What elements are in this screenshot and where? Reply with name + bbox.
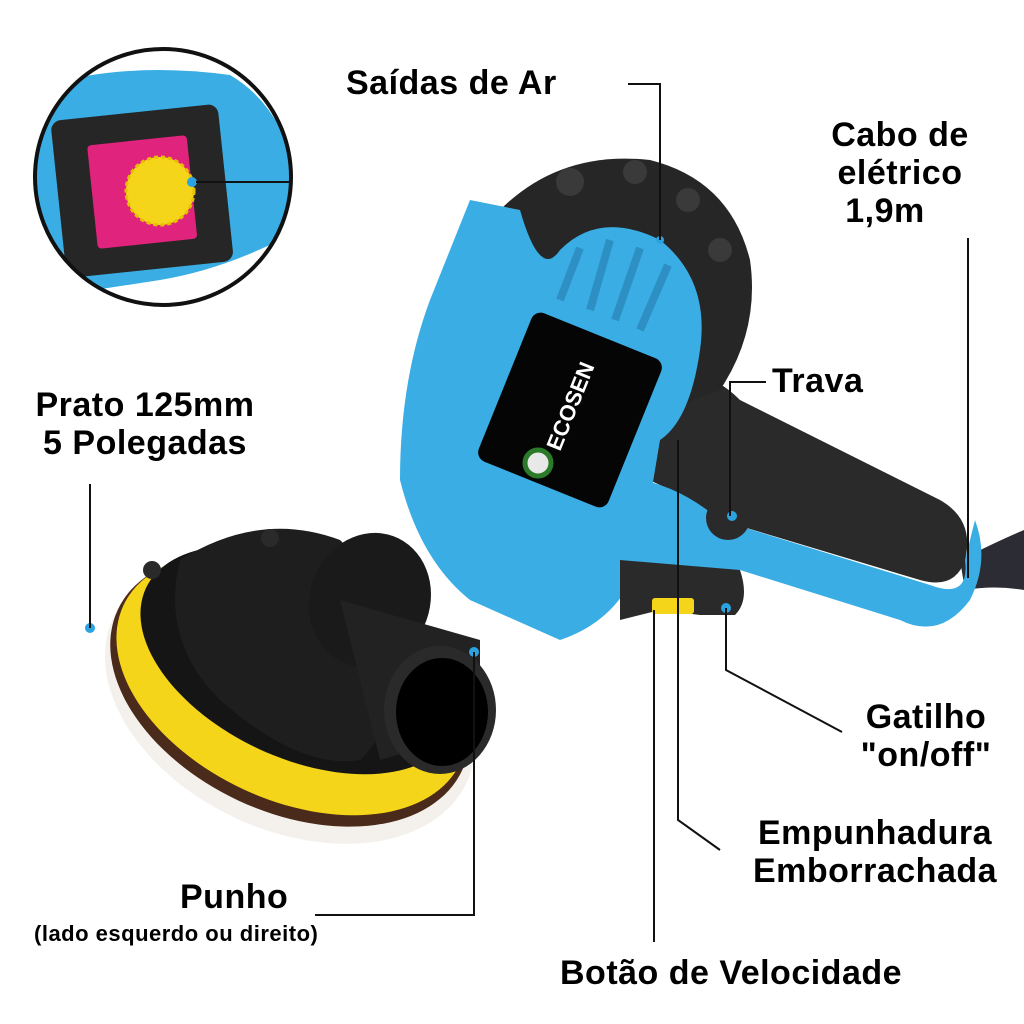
label-lock: Trava <box>772 362 864 400</box>
label-grip-line2: Emborrachada <box>752 852 998 891</box>
ecosen-logo-icon <box>522 447 554 479</box>
rubber-grip <box>620 368 968 583</box>
label-cable-line1: Cabo de <box>831 116 969 154</box>
label-trigger-line2: "on/off" <box>860 736 992 775</box>
label-trigger-line1: Gatilho <box>865 698 987 736</box>
label-trigger: Gatilho "on/off" <box>846 698 1006 774</box>
speed-dial-icon <box>124 155 196 227</box>
label-air-vents: Saídas de Ar <box>346 64 557 102</box>
label-grip: Empunhadura Emborrachada <box>726 814 1024 890</box>
label-grip-line1: Empunhadura <box>757 814 993 852</box>
label-plate-line1: Prato 125mm <box>35 386 255 424</box>
leader-lines <box>89 83 969 942</box>
label-speed-button: Botão de Velocidade <box>560 954 903 992</box>
speed-button <box>652 598 694 614</box>
label-cable-line3: 1,9m <box>845 192 925 231</box>
label-cable: Cabo de elétrico 1,9m <box>810 116 990 230</box>
inset-closeup <box>33 47 293 307</box>
label-handle-note: (lado esquerdo ou direito) <box>34 921 319 946</box>
label-handle: Punho <box>180 878 289 916</box>
trigger <box>620 560 744 620</box>
air-vents <box>556 238 672 332</box>
label-cable-line2: elétrico <box>837 154 963 193</box>
label-plate: Prato 125mm 5 Polegadas <box>0 386 290 462</box>
label-plate-line2: 5 Polegadas <box>43 424 247 463</box>
